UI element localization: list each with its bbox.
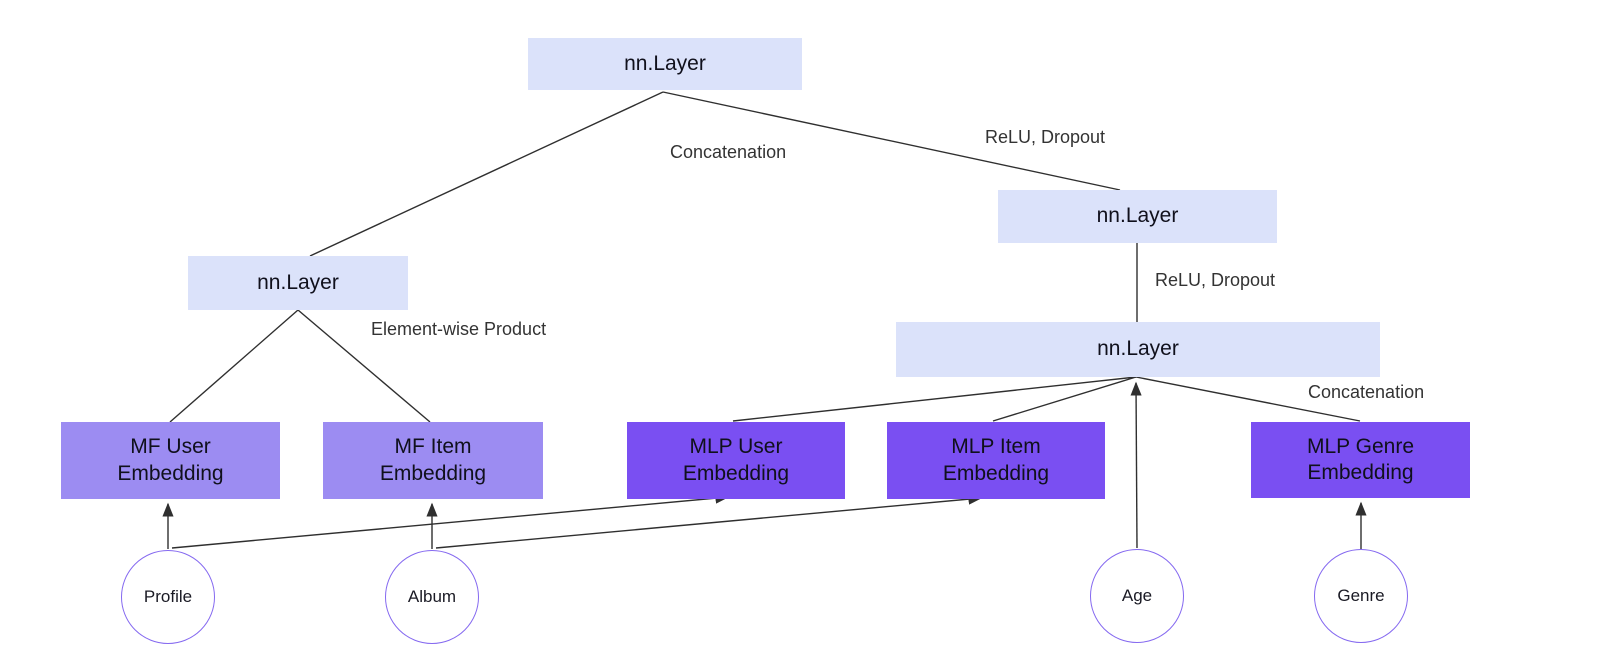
node-mf-user-embedding: MF User Embedding	[61, 422, 280, 499]
edge-top-to-gmf-layer	[309, 91, 664, 257]
edge-top-to-mlp-upper-layer	[662, 91, 1121, 191]
edge-gmf-to-mf-item	[297, 309, 431, 423]
edge-mlp-lower-to-mlp-user	[732, 376, 1137, 422]
edge-mlp-lower-to-mlp-item	[992, 376, 1137, 422]
node-gmf-nn-layer: nn.Layer	[188, 256, 408, 310]
node-top-nn-layer: nn.Layer	[528, 38, 802, 90]
edge-label-relu-dropout-mid: ReLU, Dropout	[1155, 270, 1276, 290]
node-mlp-user-embedding: MLP User Embedding	[627, 422, 845, 499]
edge-mlp-lower-to-mlp-genre	[1135, 376, 1361, 422]
edge-gmf-to-mf-user	[169, 309, 299, 423]
arrow-album-to-mlp-item	[435, 493, 983, 549]
edge-label-element-wise-product: Element-wise Product	[371, 319, 547, 339]
input-genre-circle: Genre	[1314, 549, 1408, 643]
node-mlp-lower-nn-layer: nn.Layer	[896, 322, 1380, 377]
edge-label-concatenation-bottom: Concatenation	[1308, 382, 1425, 402]
arrow-age-to-mlp-lower-layer	[1130, 381, 1142, 549]
input-album-circle: Album	[385, 550, 479, 644]
edge-label-relu-dropout-top: ReLU, Dropout	[985, 127, 1106, 147]
node-mlp-upper-nn-layer: nn.Layer	[998, 190, 1277, 243]
edge-label-concatenation-top: Concatenation	[670, 142, 787, 162]
arrow-profile-to-mlp-user	[171, 492, 730, 549]
input-profile-circle: Profile	[121, 550, 215, 644]
node-mf-item-embedding: MF Item Embedding	[323, 422, 543, 499]
input-age-circle: Age	[1090, 549, 1184, 643]
node-mlp-item-embedding: MLP Item Embedding	[887, 422, 1105, 499]
node-mlp-genre-embedding: MLP Genre Embedding	[1251, 422, 1470, 498]
